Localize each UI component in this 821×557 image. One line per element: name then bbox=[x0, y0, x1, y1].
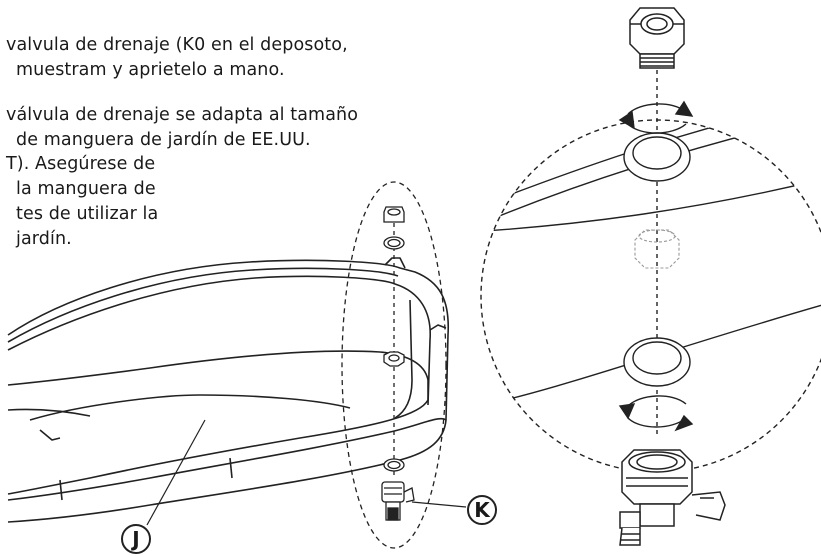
instruction-line-6: la manguera de bbox=[16, 179, 156, 199]
instruction-line-8: jardín. bbox=[16, 229, 72, 249]
drain-valve-illustration bbox=[619, 449, 726, 546]
callout-k-label: K bbox=[474, 498, 490, 522]
instruction-line-5: T). Asegúrese de bbox=[6, 154, 156, 174]
instruction-line-7: tes de utilizar la bbox=[16, 204, 159, 224]
instruction-line-3: válvula de drenaje se adapta al tamaño bbox=[6, 105, 359, 125]
valve-leader-line bbox=[411, 501, 467, 508]
drain-cap-illustration bbox=[629, 7, 685, 69]
detail-view bbox=[480, 70, 821, 473]
drip-tray-illustration bbox=[7, 257, 450, 523]
callout-k bbox=[467, 495, 497, 525]
tray-leader-line bbox=[146, 419, 206, 526]
instruction-line-1: valvula de drenaje (K0 en el deposoto, bbox=[6, 35, 348, 55]
instruction-line-2: muestram y aprietelo a mano. bbox=[16, 60, 285, 80]
instruction-line-4: de manguera de jardín de EE.UU. bbox=[16, 130, 311, 150]
callout-j-label: J bbox=[132, 527, 140, 551]
callout-j bbox=[121, 524, 151, 554]
exploded-valve-view bbox=[341, 181, 447, 549]
